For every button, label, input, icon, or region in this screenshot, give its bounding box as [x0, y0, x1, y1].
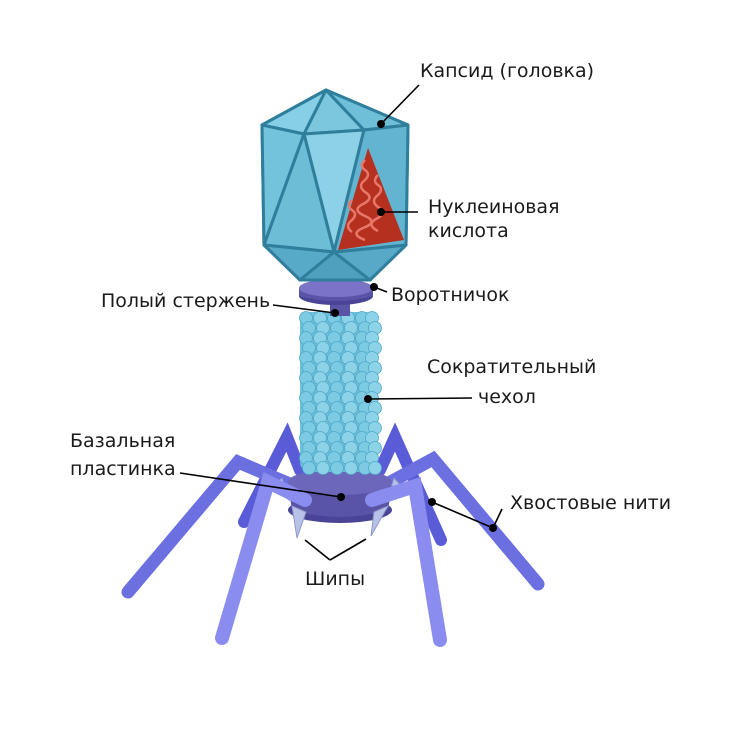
label-sheath-line1: Сократительный [427, 356, 597, 378]
sheath-bead [344, 461, 358, 475]
label-sheath-line2: чехол [478, 386, 536, 408]
contractile-sheath [299, 311, 382, 475]
sheath-bead [302, 461, 316, 475]
leader-dots [331, 120, 497, 532]
label-collar: Воротничок [391, 284, 510, 306]
label-hollow-rod: Полый стержень [101, 290, 271, 312]
sheath-bead [316, 461, 330, 475]
collar [299, 279, 373, 316]
tail-fibers-front [215, 472, 447, 647]
label-nucleic-acid-line1: Нуклеиновая [428, 196, 560, 218]
label-capsid: Капсид (головка) [420, 60, 595, 82]
label-tail-fibers: Хвостовые нити [510, 492, 672, 514]
label-base-plate-line1: Базальная [70, 430, 176, 452]
label-nucleic-acid-line2: кислота [428, 220, 509, 242]
sheath-bead [368, 461, 382, 475]
label-base-plate-line2: пластинка [70, 458, 176, 480]
sheath-bead [330, 461, 344, 475]
nucleic-acid [338, 148, 404, 250]
label-spikes: Шипы [305, 568, 366, 590]
